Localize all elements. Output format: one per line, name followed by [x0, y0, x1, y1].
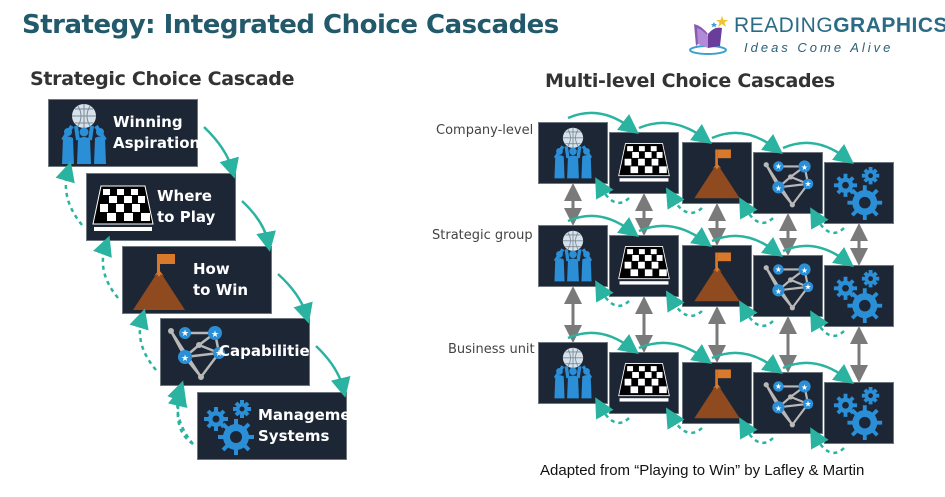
chessboard-icon	[91, 184, 155, 234]
step-label-line2: Aspiration	[113, 134, 201, 152]
mountain-flag-icon	[694, 369, 740, 419]
left-heading: Strategic Choice Cascade	[30, 68, 295, 90]
people-holding-globe-icon	[552, 346, 594, 400]
mountain-flag-icon	[694, 149, 740, 199]
source-caption: Adapted from “Playing to Win” by Lafley …	[540, 462, 865, 479]
logo-brand-light: READING	[734, 14, 834, 37]
grid-cell-people-holding-globe	[538, 122, 608, 184]
network-stars-icon	[762, 159, 815, 209]
grid-cell-people-holding-globe	[538, 342, 608, 404]
gears-icon	[832, 386, 885, 440]
cascade-feedback-arrow	[93, 235, 119, 299]
mountain-flag-icon	[131, 250, 187, 312]
step-label-line1: Capabilities	[219, 342, 319, 360]
step-label-line1: Where	[157, 187, 212, 205]
grid-cell-mountain-flag	[682, 245, 752, 307]
grid-cell-people-holding-globe	[538, 225, 608, 287]
step-label-line2: Systems	[258, 427, 330, 445]
people-holding-globe-icon	[54, 102, 114, 166]
grid-cell-network-stars	[753, 152, 823, 214]
people-holding-globe-icon	[552, 229, 594, 283]
cascade-feedback-arrow	[55, 161, 83, 226]
grid-cell-mountain-flag	[682, 362, 752, 424]
grid-cell-network-stars	[753, 255, 823, 317]
network-stars-icon	[762, 262, 815, 312]
cascade-step-where-to-play: Where to Play	[86, 173, 236, 241]
cascade-forward-arrow	[315, 345, 351, 398]
gears-icon	[832, 166, 885, 220]
people-holding-globe-icon	[552, 126, 594, 180]
step-label-line2: to Play	[157, 208, 216, 226]
network-stars-icon	[165, 323, 227, 381]
grid-cell-gears	[824, 265, 894, 327]
book-stars-icon	[689, 16, 728, 55]
cascade-feedback-arrow	[129, 308, 157, 371]
chessboard-icon	[618, 363, 670, 403]
gears-icon	[832, 269, 885, 323]
grid-cell-network-stars	[753, 372, 823, 434]
chessboard-icon	[618, 143, 670, 183]
chessboard-icon	[618, 246, 670, 286]
logo-tagline: Ideas Come Alive	[744, 40, 894, 55]
level-label-company: Company-level	[436, 123, 534, 138]
cascade-step-capabilities: Capabilities	[160, 318, 319, 386]
mountain-flag-icon	[694, 252, 740, 302]
network-stars-icon	[762, 379, 815, 429]
cascade-feedback-arrow	[167, 380, 194, 445]
cascade-forward-arrow	[203, 126, 239, 179]
grid-cell-gears	[824, 162, 894, 224]
cascade-forward-arrow	[277, 273, 313, 324]
step-label-line2: to Win	[193, 281, 249, 299]
cascade-feedback-arrow	[167, 386, 194, 446]
step-label-line1: Management	[258, 406, 369, 424]
grid-cell-chessboard	[609, 132, 679, 194]
right-heading: Multi-level Choice Cascades	[545, 70, 835, 92]
cascade-forward-arrow	[241, 200, 276, 252]
grid-cell-chessboard	[609, 235, 679, 297]
step-label-line1: How	[193, 260, 230, 278]
gears-icon	[202, 399, 258, 455]
readinggraphics-logo: READINGGRAPHICS Ideas Come Alive	[688, 12, 945, 60]
logo-wordmark: READINGGRAPHICS	[734, 14, 945, 38]
level-label-business-unit: Business unit	[448, 342, 535, 357]
grid-cell-mountain-flag	[682, 142, 752, 204]
logo-brand-bold: GRAPHICS	[833, 14, 945, 37]
grid-cell-gears	[824, 382, 894, 444]
grid-cell-chessboard	[609, 352, 679, 414]
cascade-step-how-to-win: How to Win	[122, 246, 272, 314]
level-label-strategic-group: Strategic group	[432, 228, 533, 243]
page-title: Strategy: Integrated Choice Cascades	[22, 10, 559, 40]
step-label-line1: Winning	[113, 113, 183, 131]
